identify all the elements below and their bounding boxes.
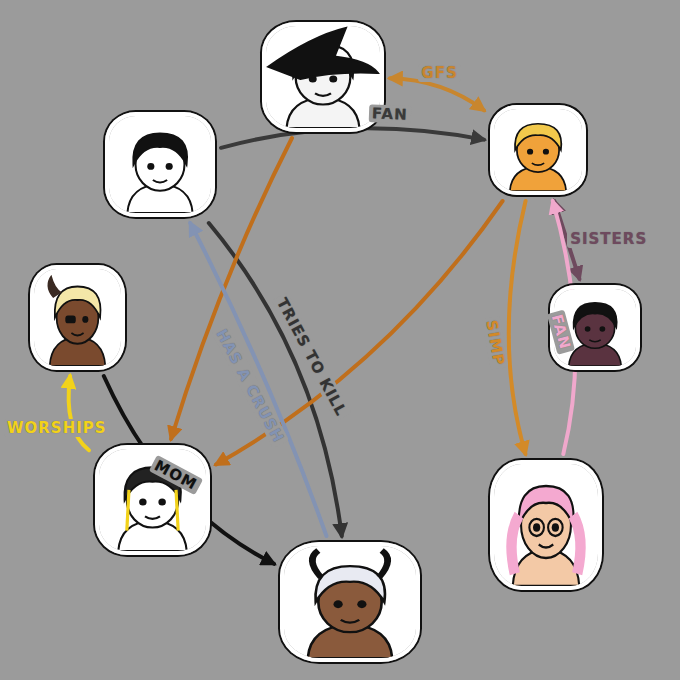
relationship-arrow	[190, 223, 326, 536]
relationship-arrow	[216, 201, 503, 464]
edge-label: FAN	[369, 105, 411, 124]
character-portrait	[490, 460, 602, 590]
character-portrait	[105, 112, 215, 217]
portrait-art	[494, 464, 598, 586]
portrait-art	[109, 116, 211, 213]
portrait-art	[284, 546, 416, 658]
character-portrait	[262, 22, 384, 132]
character-portrait	[30, 265, 125, 370]
edge-label: WORSHIPS	[4, 419, 110, 437]
edge-label: GFS	[418, 64, 460, 82]
relationship-arrow	[509, 201, 526, 454]
relationship-arrow	[69, 376, 89, 450]
portrait-art	[494, 109, 582, 191]
portrait-art	[34, 269, 121, 366]
portrait-art	[266, 26, 380, 128]
character-portrait	[280, 542, 420, 662]
edge-label: SIMP	[481, 316, 508, 371]
character-portrait	[490, 105, 586, 195]
edge-label: SISTERS	[567, 230, 650, 248]
